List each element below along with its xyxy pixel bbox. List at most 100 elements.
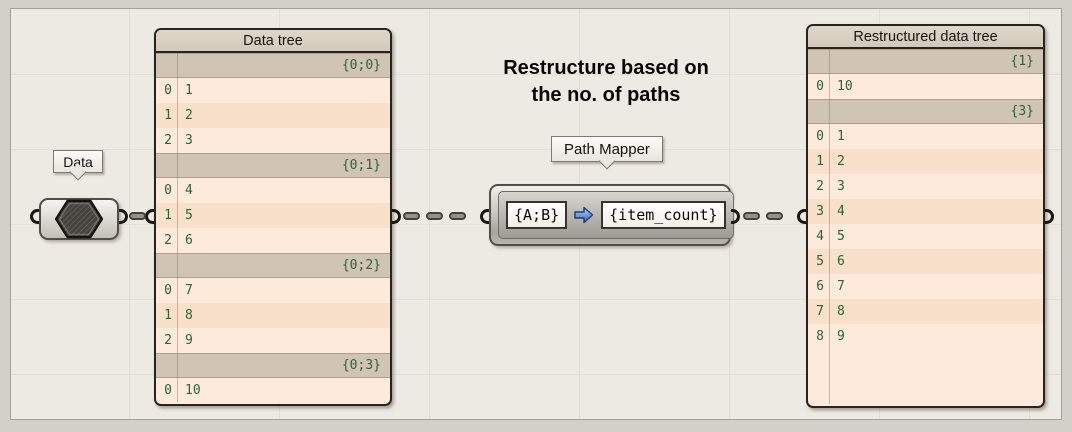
item-value: 10 bbox=[837, 79, 853, 94]
path-mapper-input-grip[interactable] bbox=[480, 209, 489, 224]
item-value: 8 bbox=[185, 308, 193, 323]
data-param-label-tag: Data bbox=[53, 150, 103, 181]
wire-panel-to-path-mapper[interactable] bbox=[403, 212, 466, 220]
chain-link bbox=[426, 212, 443, 220]
item-value: 8 bbox=[837, 304, 845, 319]
data-param-component[interactable] bbox=[39, 198, 119, 240]
item-value: 7 bbox=[185, 283, 193, 298]
item-index: 0 bbox=[164, 283, 172, 298]
restructured-panel-output-grip[interactable] bbox=[1045, 209, 1054, 224]
item-value: 3 bbox=[185, 133, 193, 148]
item-index: 4 bbox=[816, 229, 824, 244]
item-value: 1 bbox=[837, 129, 845, 144]
right-arrow-icon bbox=[574, 206, 594, 224]
item-value: 4 bbox=[837, 204, 845, 219]
wire-data-to-panel[interactable] bbox=[129, 212, 146, 220]
path-header-row: {0;1} bbox=[156, 153, 390, 178]
data-panel-output-grip[interactable] bbox=[392, 209, 401, 224]
item-value: 2 bbox=[185, 108, 193, 123]
item-value: 1 bbox=[185, 83, 193, 98]
item-value: 4 bbox=[185, 183, 193, 198]
annotation-text: Restructure based on the no. of paths bbox=[451, 55, 761, 109]
item-index: 0 bbox=[816, 129, 824, 144]
item-index: 3 bbox=[816, 204, 824, 219]
chain-link bbox=[766, 212, 783, 220]
path-mapper-label: Path Mapper bbox=[564, 140, 650, 158]
index-separator bbox=[829, 49, 830, 404]
item-index: 0 bbox=[164, 83, 172, 98]
item-value: 10 bbox=[185, 383, 201, 398]
item-index: 0 bbox=[164, 183, 172, 198]
item-value: 6 bbox=[837, 254, 845, 269]
path-header-row: {0;3} bbox=[156, 353, 390, 378]
item-value: 5 bbox=[185, 208, 193, 223]
panel-title: Restructured data tree bbox=[808, 26, 1043, 49]
target-pattern-box[interactable]: {item_count} bbox=[601, 201, 726, 229]
panel-title: Data tree bbox=[156, 30, 390, 53]
data-param-output-grip[interactable] bbox=[119, 209, 128, 224]
item-index: 6 bbox=[816, 279, 824, 294]
path-mapper-well: {A;B} {item_count} bbox=[498, 191, 734, 239]
restructured-panel-input-grip[interactable] bbox=[797, 209, 806, 224]
wire-path-mapper-to-panel[interactable] bbox=[743, 212, 783, 220]
annotation-line-2: the no. of paths bbox=[531, 84, 681, 106]
path-mapper-component[interactable]: {A;B} {item_count} bbox=[489, 184, 734, 246]
data-panel-input-grip[interactable] bbox=[145, 209, 154, 224]
data-param-input-grip[interactable] bbox=[30, 209, 39, 224]
chain-link bbox=[129, 212, 146, 220]
item-value: 6 bbox=[185, 233, 193, 248]
path-mapper-label-tag: Path Mapper bbox=[551, 136, 663, 170]
path-header-row: {0;2} bbox=[156, 253, 390, 278]
source-pattern-box[interactable]: {A;B} bbox=[506, 201, 568, 229]
hexagon-icon bbox=[54, 199, 104, 239]
item-index: 1 bbox=[164, 208, 172, 223]
item-index: 7 bbox=[816, 304, 824, 319]
item-value: 5 bbox=[837, 229, 845, 244]
item-index: 1 bbox=[164, 108, 172, 123]
index-separator bbox=[177, 53, 178, 402]
annotation-line-1: Restructure based on bbox=[503, 57, 709, 79]
grasshopper-canvas: Restructure based on the no. of paths Da… bbox=[10, 8, 1062, 420]
chain-link bbox=[743, 212, 760, 220]
data-item-row: 0 10 bbox=[808, 74, 1043, 99]
item-value: 3 bbox=[837, 179, 845, 194]
item-index: 8 bbox=[816, 329, 824, 344]
item-index: 2 bbox=[164, 333, 172, 348]
item-index: 1 bbox=[164, 308, 172, 323]
path-header-row: {1} bbox=[808, 49, 1043, 74]
item-value: 9 bbox=[837, 329, 845, 344]
item-index: 2 bbox=[164, 233, 172, 248]
item-index: 2 bbox=[164, 133, 172, 148]
item-index: 1 bbox=[816, 154, 824, 169]
path-mapper-output-grip[interactable] bbox=[731, 209, 740, 224]
data-param-label: Data bbox=[63, 153, 93, 170]
item-index: 5 bbox=[816, 254, 824, 269]
path-header-row: {0;0} bbox=[156, 53, 390, 78]
item-index: 0 bbox=[816, 79, 824, 94]
chain-link bbox=[403, 212, 420, 220]
chain-link bbox=[449, 212, 466, 220]
path-header-row: {3} bbox=[808, 99, 1043, 124]
